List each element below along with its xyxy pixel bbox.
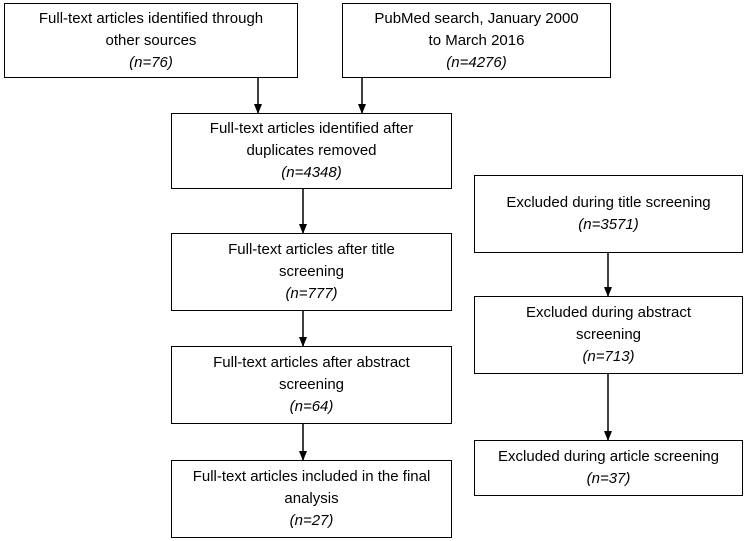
box-excluded-abstract-count: (n=713) xyxy=(582,348,635,365)
box-duplicates-removed-count: (n=4348) xyxy=(281,164,342,181)
box-after-title-screening-label: Full-text articles after title screening xyxy=(228,241,395,280)
box-excluded-title-label: Excluded during title screening xyxy=(506,194,711,211)
box-final-analysis-label: Full-text articles included in the final… xyxy=(192,468,431,507)
box-excluded-abstract-label: Excluded during abstract screening xyxy=(525,304,692,343)
box-duplicates-removed-label: Full-text articles identified after dupl… xyxy=(209,120,414,159)
box-pubmed-search: PubMed search, January 2000 to March 201… xyxy=(342,3,611,78)
box-excluded-article-count: (n=37) xyxy=(586,470,631,487)
box-after-abstract-screening: Full-text articles after abstract screen… xyxy=(171,346,452,424)
box-excluded-article-label: Excluded during article screening xyxy=(498,448,719,465)
box-after-abstract-screening-label: Full-text articles after abstract screen… xyxy=(213,354,410,393)
box-other-sources-count: (n=76) xyxy=(129,53,173,71)
box-after-title-screening: Full-text articles after title screening… xyxy=(171,233,452,311)
box-pubmed-search-count: (n=4276) xyxy=(446,53,507,71)
box-excluded-title-count: (n=3571) xyxy=(578,216,639,233)
box-other-sources: Full-text articles identified through ot… xyxy=(4,3,298,78)
box-excluded-abstract: Excluded during abstract screening (n=71… xyxy=(474,296,743,374)
box-after-abstract-screening-count: (n=64) xyxy=(289,398,334,415)
box-other-sources-label: Full-text articles identified through ot… xyxy=(38,9,264,49)
box-final-analysis-count: (n=27) xyxy=(289,512,334,529)
box-pubmed-search-label: PubMed search, January 2000 to March 201… xyxy=(374,9,579,49)
box-duplicates-removed: Full-text articles identified after dupl… xyxy=(171,113,452,189)
box-final-analysis: Full-text articles included in the final… xyxy=(171,460,452,538)
box-excluded-article: Excluded during article screening (n=37) xyxy=(474,440,743,496)
box-excluded-title: Excluded during title screening (n=3571) xyxy=(474,175,743,253)
box-after-title-screening-count: (n=777) xyxy=(285,285,338,302)
